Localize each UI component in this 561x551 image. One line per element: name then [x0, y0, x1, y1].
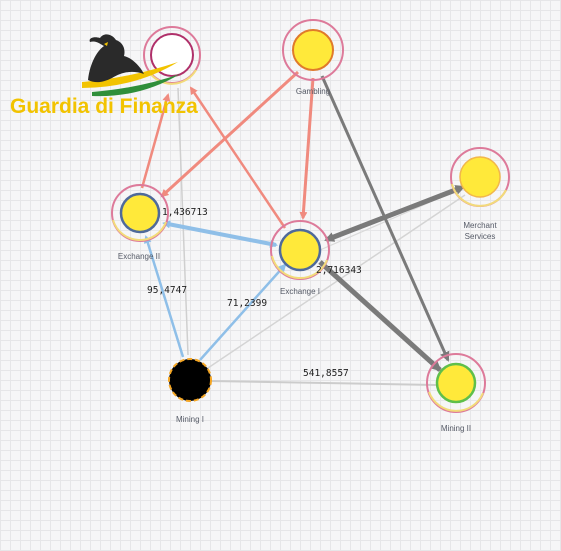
edge-exchange2-exchange1[interactable]	[162, 220, 278, 248]
edge-label-mining1-exchange2: 95,4747	[147, 285, 187, 296]
node-exchange-i[interactable]: Exchange I	[270, 220, 330, 296]
edge-mining1-exchange2[interactable]	[143, 235, 185, 358]
eagle-logo-icon	[82, 34, 180, 97]
node-merchant-label-1: Merchant	[463, 221, 497, 230]
node-mining-ii[interactable]: Mining II	[426, 353, 486, 433]
node-gambling[interactable]: Gambling	[282, 19, 344, 96]
edge-exchange1-mining2[interactable]	[318, 260, 442, 372]
edge-label-mining1-exchange1: 71,2399	[227, 298, 267, 309]
node-merchant-label-2: Services	[465, 232, 496, 241]
edge-label-exchange2-exchange1: 1,436713	[162, 207, 208, 218]
node-mining-ii-label: Mining II	[441, 424, 471, 433]
node-gambling-label: Gambling	[296, 87, 330, 96]
edge-topleft-mining1[interactable]	[177, 87, 189, 356]
edge-exchange2-topleft[interactable]	[140, 93, 171, 189]
node-mining-i[interactable]: Mining I	[168, 358, 212, 424]
node-exchange-ii[interactable]: Exchange II	[111, 184, 169, 261]
edge-exchange1-topleft[interactable]	[189, 86, 287, 229]
node-exchange-i-label: Exchange I	[280, 287, 320, 296]
edge-gambling-exchange2[interactable]	[160, 70, 300, 198]
node-mining-i-label: Mining I	[176, 415, 204, 424]
brand-text: Guardia di Finanza	[10, 95, 198, 118]
edge-mining1-merchant[interactable]	[204, 194, 466, 371]
node-top-left[interactable]	[143, 26, 201, 85]
edge-merchant-exchange1[interactable]	[324, 185, 466, 243]
edge-mining1-mining2[interactable]	[209, 380, 437, 386]
edge-mining1-exchange1[interactable]	[199, 263, 287, 361]
edge-gambling-exchange1[interactable]	[299, 77, 315, 220]
node-exchange-ii-label: Exchange II	[118, 252, 160, 261]
edge-label-mining1-mining2: 541,8557	[303, 368, 349, 379]
edge-label-exchange1-mining2: 2,716343	[316, 265, 362, 276]
node-merchant-services[interactable]: Merchant Services	[450, 147, 510, 241]
